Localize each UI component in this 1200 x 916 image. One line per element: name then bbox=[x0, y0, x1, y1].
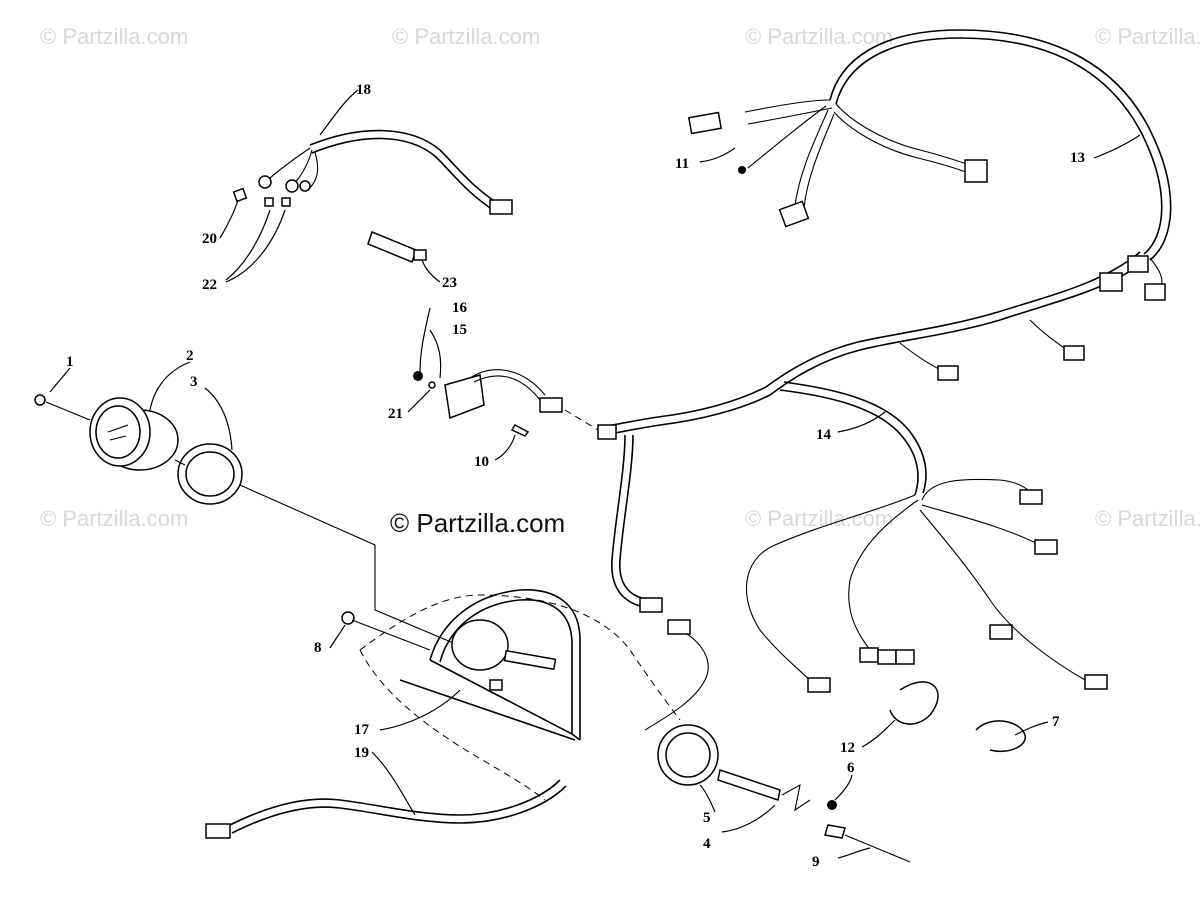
harness-19 bbox=[205, 779, 567, 839]
callout-5: 5 bbox=[703, 810, 711, 826]
part-23 bbox=[367, 231, 427, 263]
relay-block bbox=[413, 369, 599, 437]
gauge-assembly bbox=[34, 394, 471, 651]
callout-7: 7 bbox=[1052, 714, 1060, 730]
watermark-top-center: © Partzilla.com bbox=[392, 24, 541, 49]
callout-18: 18 bbox=[356, 82, 371, 98]
watermark-center: © Partzilla.com bbox=[390, 508, 566, 538]
watermark-mid-left: © Partzilla.com bbox=[40, 506, 189, 531]
callout-3: 3 bbox=[190, 374, 198, 390]
callout-21: 21 bbox=[388, 406, 403, 422]
callout-23: 23 bbox=[442, 275, 457, 291]
callout-6: 6 bbox=[847, 760, 855, 776]
console-17 bbox=[341, 589, 681, 801]
callout-16: 16 bbox=[452, 300, 468, 316]
callout-22: 22 bbox=[202, 277, 217, 293]
callout-4: 4 bbox=[703, 836, 711, 852]
callout-10: 10 bbox=[474, 454, 489, 470]
watermark-mid-edge: © Partzilla.com bbox=[1095, 506, 1200, 531]
watermark-top-right: © Partzilla.com bbox=[745, 24, 894, 49]
callout-19: 19 bbox=[354, 745, 369, 761]
callout-20: 20 bbox=[202, 231, 217, 247]
lower-parts bbox=[657, 681, 1026, 863]
callout-14: 14 bbox=[816, 427, 832, 443]
main-harness-13 bbox=[687, 29, 1172, 381]
harness-14 bbox=[597, 341, 1108, 731]
callout-9: 9 bbox=[812, 854, 820, 870]
callout-12: 12 bbox=[840, 740, 855, 756]
callout-leaders bbox=[49, 89, 1141, 859]
callout-11: 11 bbox=[675, 156, 689, 172]
callout-8: 8 bbox=[314, 640, 322, 656]
callout-17: 17 bbox=[354, 722, 370, 738]
callout-labels: 1 2 3 4 5 6 7 8 9 10 11 12 13 14 15 16 1… bbox=[66, 82, 1085, 870]
harness-18 bbox=[232, 129, 513, 215]
callout-13: 13 bbox=[1070, 150, 1085, 166]
watermark-top-edge: © Partzilla.com bbox=[1095, 24, 1200, 49]
watermark-top-left: © Partzilla.com bbox=[40, 24, 189, 49]
watermark-mid-right: © Partzilla.com bbox=[745, 506, 894, 531]
callout-1: 1 bbox=[66, 354, 74, 370]
callout-15: 15 bbox=[452, 322, 467, 338]
callout-2: 2 bbox=[186, 348, 194, 364]
